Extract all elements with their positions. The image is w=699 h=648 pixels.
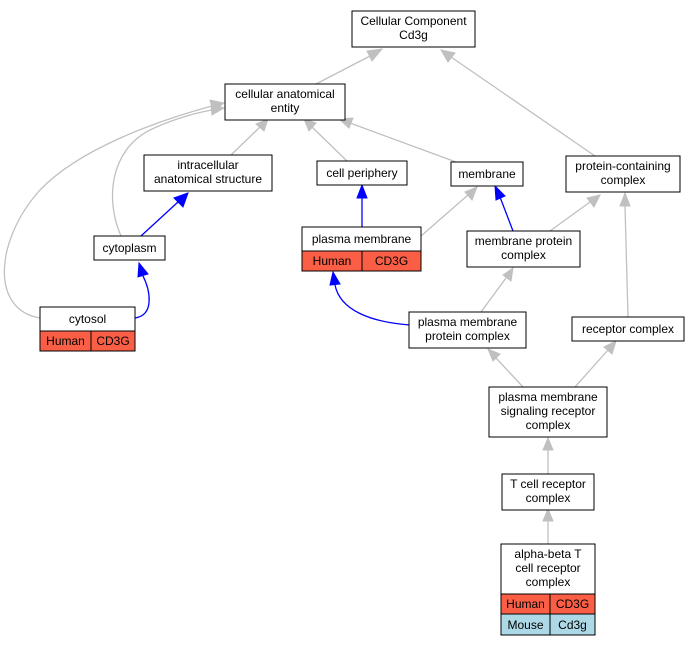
node-label-line: plasma membrane: [498, 390, 598, 404]
node-t-cell-receptor-complex[interactable]: T cell receptor complex: [501, 473, 595, 511]
edge-cp-cae: [311, 126, 348, 162]
annotation-species-label: Human: [46, 334, 85, 348]
annotation-species-label: Human: [313, 254, 352, 268]
annotation-gene-label: CD3G: [375, 254, 408, 268]
arrowhead-cytosol-cyto: [137, 261, 149, 278]
node-label-line: cell periphery: [326, 166, 397, 180]
node-label-line: cell receptor: [515, 561, 580, 575]
arrowhead-pm-mem: [464, 186, 478, 201]
node-plasma-membrane[interactable]: plasma membrane Human CD3G: [301, 226, 422, 272]
arrowhead-cp-cae: [303, 118, 317, 132]
arrowhead-cyto-ias: [173, 192, 189, 208]
node-label-line: intracellular: [177, 158, 238, 172]
node-label-line: membrane protein: [475, 234, 572, 248]
node-cellular-component[interactable]: Cellular Component Cd3g: [351, 10, 476, 48]
annotation-species-label: Mouse: [507, 618, 543, 632]
node-label-line: T cell receptor: [510, 477, 586, 491]
node-label-line: complex: [526, 418, 571, 432]
annotation-species-label: Human: [506, 597, 545, 611]
node-membrane-protein-complex[interactable]: membrane protein complex: [466, 230, 581, 268]
arrowhead-pm-cp: [356, 183, 368, 199]
node-label-line: Cellular Component: [360, 14, 467, 28]
node-label-line: cytoplasm: [102, 241, 156, 255]
node-label-line: complex: [526, 491, 571, 505]
node-label-line: cellular anatomical: [235, 87, 334, 101]
node-label-line: membrane: [458, 167, 516, 181]
edge-cae-root: [315, 55, 371, 85]
node-label-line: plasma membrane: [418, 315, 518, 329]
node-label-line: alpha-beta T: [514, 547, 582, 561]
node-protein-containing-complex[interactable]: protein-containing complex: [565, 155, 681, 193]
edge-cytosol-cyto: [134, 275, 150, 319]
node-membrane[interactable]: membrane: [450, 161, 524, 187]
node-label-line: receptor complex: [582, 322, 674, 336]
node-label-line: cytosol: [69, 312, 106, 326]
annotation-gene-cell: [90, 330, 136, 352]
arrowhead-tcr-pmsrc: [542, 436, 554, 451]
arrowhead-mpc-mem: [494, 184, 506, 201]
annotation-gene-cell: [361, 250, 422, 272]
node-label-line: complex: [501, 248, 546, 262]
edge-pcc-root: [450, 56, 596, 157]
node-cytoplasm[interactable]: cytoplasm: [93, 235, 166, 261]
arrowhead-pmpc-mpc: [502, 266, 514, 282]
node-label-line: plasma membrane: [312, 232, 412, 246]
arrowhead-rc-pcc: [619, 191, 631, 207]
arrowhead-cytosol-cae: [209, 99, 226, 112]
arrowhead-pcc-root: [439, 49, 456, 63]
arrowhead-pmsrc-pmpc: [487, 348, 501, 362]
arrowhead-ias-cae: [255, 118, 269, 132]
edge-mem-cae: [349, 122, 457, 163]
nodes: Cellular Component Cd3g cellular anatomi…: [39, 10, 685, 636]
annotation-gene-label: CD3G: [556, 597, 589, 611]
edge-cyto-ias: [140, 201, 179, 237]
node-alpha-beta-t-cell-receptor-complex[interactable]: alpha-beta T cell receptor complex Human…: [500, 543, 596, 636]
annotation-gene-label: CD3G: [96, 334, 129, 348]
node-label-line: protein complex: [425, 329, 510, 343]
edge-pmsrc-rc: [574, 349, 609, 388]
arrowhead-cae-root: [366, 48, 384, 62]
edge-mpc-mem: [499, 196, 514, 232]
node-plasma-membrane-signaling-receptor-complex[interactable]: plasma membrane signaling receptor compl…: [488, 386, 608, 438]
node-label-line: complex: [601, 173, 646, 187]
node-label-line: anatomical structure: [154, 172, 262, 186]
edge-pmsrc-pmpc: [495, 357, 524, 388]
node-label-line: complex: [526, 575, 571, 589]
node-label-line: entity: [271, 101, 300, 115]
node-label-line: protein-containing: [575, 159, 670, 173]
edge-cyto-cae: [111, 109, 213, 237]
edge-pmpc-pm: [334, 284, 411, 326]
annotation-gene-label: Cd3g: [558, 618, 587, 632]
node-label-line: signaling receptor: [501, 404, 596, 418]
node-cellular-anatomical-entity[interactable]: cellular anatomical entity: [224, 83, 346, 121]
node-label-line: Cd3g: [399, 28, 428, 42]
edge-pmpc-mpc: [480, 277, 507, 313]
edge-mpc-pcc: [549, 201, 591, 232]
edge-cytosol-cae: [3, 105, 213, 319]
arrowhead-pmpc-pm: [329, 270, 341, 286]
node-cell-periphery[interactable]: cell periphery: [316, 160, 408, 186]
arrowhead-abtcr-tcr: [542, 507, 554, 522]
node-receptor-complex[interactable]: receptor complex: [571, 316, 685, 342]
edges: [3, 48, 631, 544]
edge-pm-mem: [420, 194, 469, 237]
edge-rc-pcc: [624, 205, 629, 318]
arrowhead-mpc-pcc: [586, 194, 601, 208]
edge-ias-cae: [230, 126, 261, 156]
node-cytosol[interactable]: cytosol Human CD3G: [39, 306, 136, 352]
arrowhead-pmsrc-rc: [603, 340, 617, 355]
node-plasma-membrane-protein-complex[interactable]: plasma membrane protein complex: [408, 311, 527, 349]
annotation-gene-cell: [549, 613, 596, 636]
node-intracellular-anatomical-structure[interactable]: intracellular anatomical structure: [143, 154, 273, 192]
